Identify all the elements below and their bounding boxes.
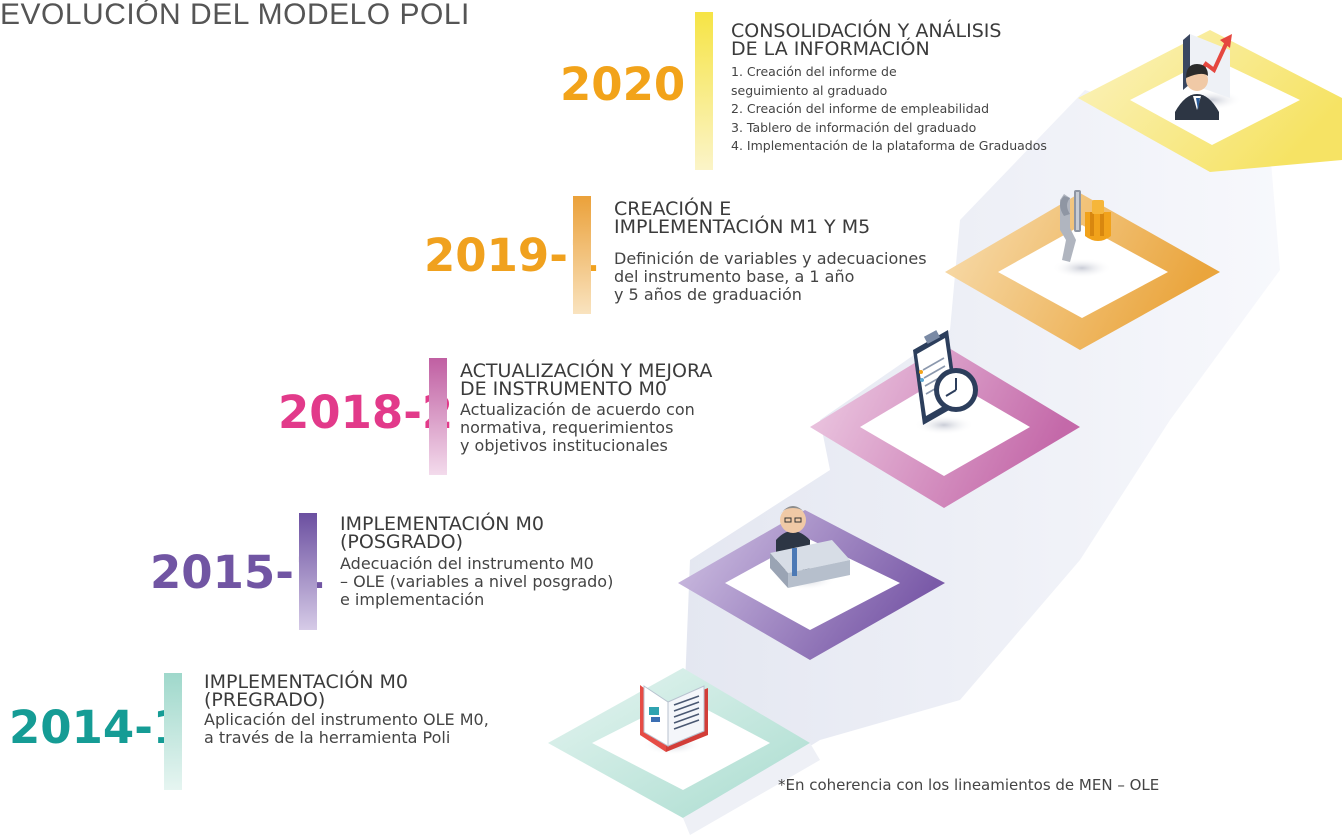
milestone-description-line: Adecuación del instrumento M0 xyxy=(340,554,594,573)
milestone-title-line: DE LA INFORMACIÓN xyxy=(731,38,930,60)
milestone-description-line: 4. Implementación de la plataforma de Gr… xyxy=(731,138,1047,153)
milestone-description-line: y objetivos institucionales xyxy=(460,436,668,455)
milestone-description-line: normativa, requerimientos xyxy=(460,418,674,437)
analyst-chart-icon xyxy=(1175,34,1232,120)
milestone-description-line: Actualización de acuerdo con xyxy=(460,400,695,419)
milestone-title: ACTUALIZACIÓN Y MEJORA DE INSTRUMENTO M0 xyxy=(460,360,713,400)
page-title: EVOLUCIÓN DEL MODELO POLI xyxy=(0,0,470,31)
milestone-year: 2020 xyxy=(560,58,686,111)
milestone-title-line: CREACIÓN E xyxy=(614,198,732,220)
tools-icon xyxy=(1060,190,1111,262)
milestone-description-line: del instrumento base, a 1 año xyxy=(614,267,855,286)
milestone-description-line: Aplicación del instrumento OLE M0, xyxy=(204,710,489,729)
milestone-title-line: (POSGRADO) xyxy=(340,531,464,553)
milestone-description-line: a través de la herramienta Poli xyxy=(204,728,451,747)
milestone-description: Actualización de acuerdo con normativa, … xyxy=(460,401,695,455)
milestone-description-line: 1. Creación del informe de xyxy=(731,64,897,79)
milestone-title-line: CONSOLIDACIÓN Y ANÁLISIS xyxy=(731,20,1002,42)
milestone-title: IMPLEMENTACIÓN M0 (POSGRADO) xyxy=(340,513,545,553)
milestone-description-line: 3. Tablero de información del graduado xyxy=(731,119,977,135)
milestone-description-line: Definición de variables y adecuaciones xyxy=(614,249,927,268)
milestone-title-line: IMPLEMENTACIÓN M0 xyxy=(340,513,545,535)
milestone-title: IMPLEMENTACIÓN M0 (PREGRADO) xyxy=(204,671,409,711)
milestone-color-bar xyxy=(695,12,713,170)
milestone-title: CREACIÓN E IMPLEMENTACIÓN M1 Y M5 xyxy=(614,198,871,238)
milestone-color-bar xyxy=(164,673,182,790)
milestone-year: 2019-1 xyxy=(424,229,600,282)
milestone-color-bar xyxy=(299,513,317,630)
milestone-description-line: 2. Creación del informe de empleabilidad xyxy=(731,101,990,116)
milestone-title-line: IMPLEMENTACIÓN M1 Y M5 xyxy=(614,216,871,238)
open-book-icon xyxy=(640,685,708,752)
milestone-description: Definición de variables y adecuaciones d… xyxy=(614,250,927,304)
milestone-description-line: – OLE (variables a nivel posgrado) xyxy=(340,572,614,591)
graduate-at-desk-icon xyxy=(770,506,850,588)
milestone-year: 2018-2 xyxy=(278,386,454,439)
milestone-description: Aplicación del instrumento OLE M0, a tra… xyxy=(204,711,489,747)
milestone-description: 1. Creación del informe de seguimiento a… xyxy=(731,63,1047,156)
footnote: *En coherencia con los lineamientos de M… xyxy=(778,776,1160,794)
milestone-description-line: y 5 años de graduación xyxy=(614,285,802,304)
milestone-title: CONSOLIDACIÓN Y ANÁLISIS DE LA INFORMACI… xyxy=(731,20,1002,60)
milestone-title-line: DE INSTRUMENTO M0 xyxy=(460,378,667,400)
milestone-title-line: ACTUALIZACIÓN Y MEJORA xyxy=(460,360,713,382)
milestone-description: Adecuación del instrumento M0 – OLE (var… xyxy=(340,555,613,609)
milestone-description-line: e implementación xyxy=(340,590,485,609)
milestone-description-line: seguimiento al graduado xyxy=(731,82,888,98)
milestone-year: 2015-1 xyxy=(150,546,326,599)
milestone-color-bar xyxy=(573,196,591,314)
milestone-title-line: IMPLEMENTACIÓN M0 xyxy=(204,671,409,693)
milestone-color-bar xyxy=(429,358,447,475)
milestone-year: 2014-1 xyxy=(9,701,185,754)
clipboard-clock-icon xyxy=(913,330,978,425)
milestone-title-line: (PREGRADO) xyxy=(204,689,326,711)
